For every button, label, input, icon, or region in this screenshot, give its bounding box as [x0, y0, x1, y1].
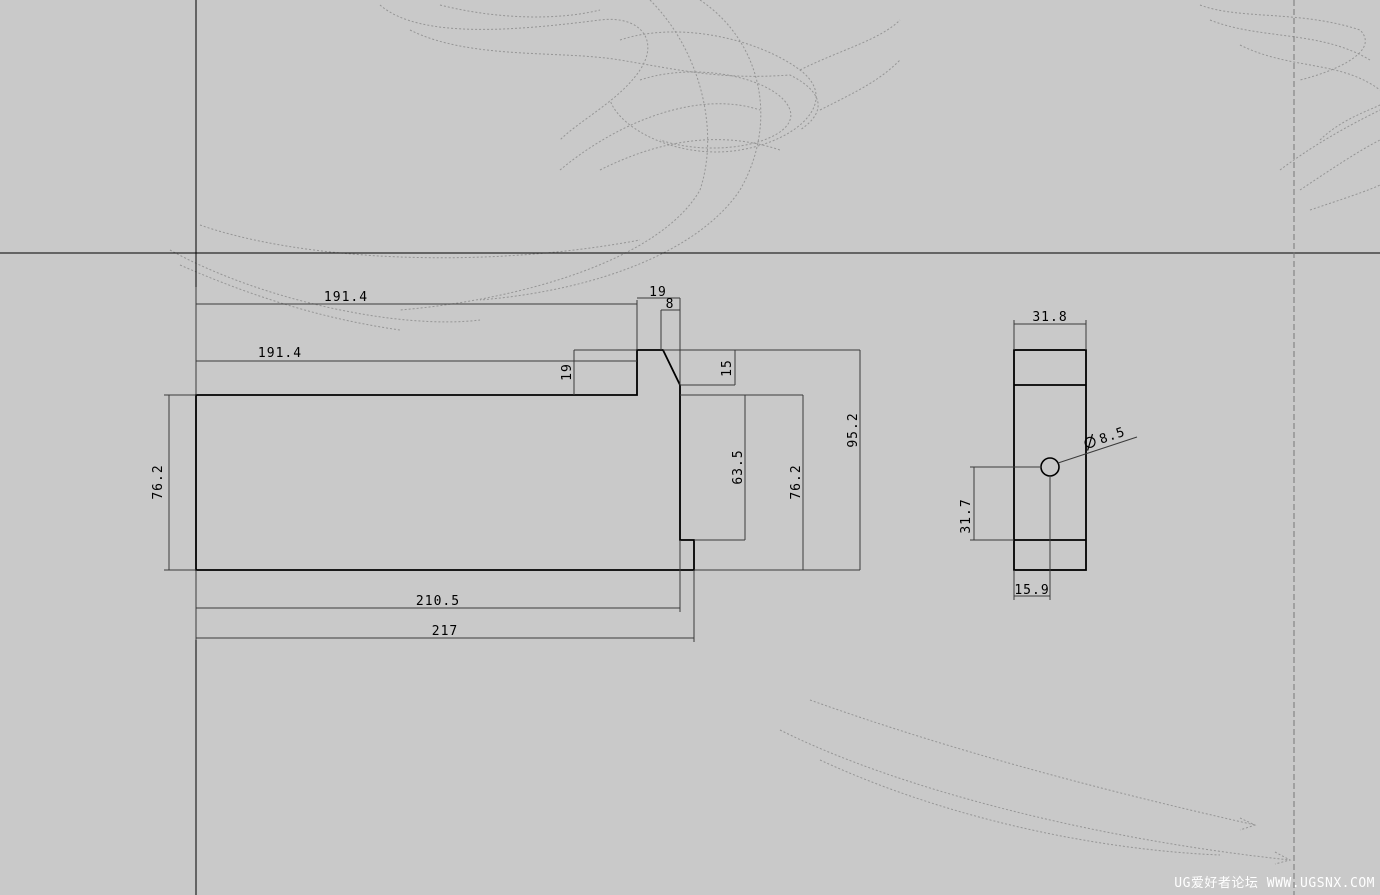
dim-hole-diameter: 8.5 — [1084, 425, 1128, 451]
dim-side-width: 31.8 — [1032, 310, 1067, 325]
svg-text:8.5: 8.5 — [1098, 425, 1128, 448]
dim-top-overall: 191.4 — [324, 290, 368, 305]
dim-hole-height: 31.7 — [959, 498, 974, 533]
background-ghost-curves — [169, 0, 1380, 865]
dim-top-chamfer: 8 — [666, 297, 675, 312]
side-view[interactable]: 31.8 8.5 31.7 15.9 — [959, 310, 1138, 600]
dim-bottom-length-2: 217 — [432, 624, 458, 639]
side-dimension-lines — [970, 320, 1138, 600]
dim-bottom-length-1: 210.5 — [416, 594, 460, 609]
dim-right-height: 76.2 — [789, 464, 804, 499]
front-dimension-lines — [164, 287, 861, 642]
watermark: UG爱好者论坛 WWW.UGSNX.COM — [1174, 876, 1375, 891]
dim-hole-offset: 15.9 — [1014, 583, 1049, 598]
diameter-symbol-icon — [1084, 436, 1096, 448]
dim-inner-length: 191.4 — [258, 346, 302, 361]
front-view[interactable]: 191.4 19 8 191.4 19 15 95.2 63.5 76.2 76… — [151, 285, 861, 642]
dim-left-height: 76.2 — [151, 464, 166, 499]
dim-top-step-width: 19 — [649, 285, 667, 300]
front-view-outline[interactable] — [195, 349, 695, 571]
dim-inner-height: 63.5 — [731, 449, 746, 484]
dim-overall-height: 95.2 — [846, 412, 861, 447]
dim-left-step-height: 19 — [560, 363, 575, 381]
dim-chamfer-height: 15 — [720, 359, 735, 377]
hole-circle[interactable] — [1040, 457, 1060, 477]
